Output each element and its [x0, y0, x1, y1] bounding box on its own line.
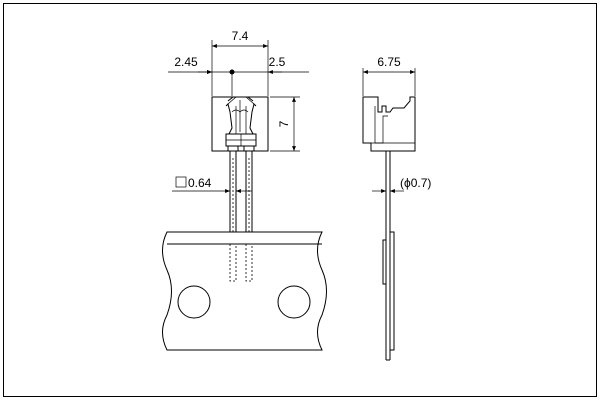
dim-lead-square-label: 0.64 [188, 176, 212, 190]
dim-pitch: 2.45 2.5 [168, 55, 309, 96]
side-lead [385, 151, 391, 361]
square-symbol-icon [175, 176, 187, 188]
dim-height: 7 [270, 96, 300, 152]
dim-lead-square: 0.64 [172, 176, 252, 193]
component-body-side [362, 96, 416, 152]
side-view: 6.75 (ϕ0.7) [362, 55, 431, 361]
pitch-center-dot [229, 69, 235, 75]
dim-right-pitch-label: 2.5 [269, 55, 286, 69]
front-view: 7.4 2.45 2.5 7 0.64 [162, 29, 327, 351]
sprocket-hole-right [277, 285, 311, 319]
dim-side-depth: 6.75 [362, 55, 416, 96]
dim-height-label: 7 [277, 120, 291, 127]
dim-top-width: 7.4 [211, 29, 269, 96]
dim-side-depth-label: 6.75 [377, 55, 401, 69]
sprocket-hole-left [177, 285, 211, 319]
dim-left-pitch-label: 2.45 [174, 55, 198, 69]
carrier-tape [162, 231, 327, 351]
dim-lead-diameter-label: (ϕ0.7) [400, 176, 431, 190]
lead-pins [229, 151, 253, 282]
dim-lead-diameter: (ϕ0.7) [372, 176, 431, 193]
carrier-tape-side [382, 231, 395, 351]
dim-top-width-label: 7.4 [232, 29, 249, 43]
component-body-front [211, 96, 269, 152]
drawing-frame [3, 3, 597, 397]
